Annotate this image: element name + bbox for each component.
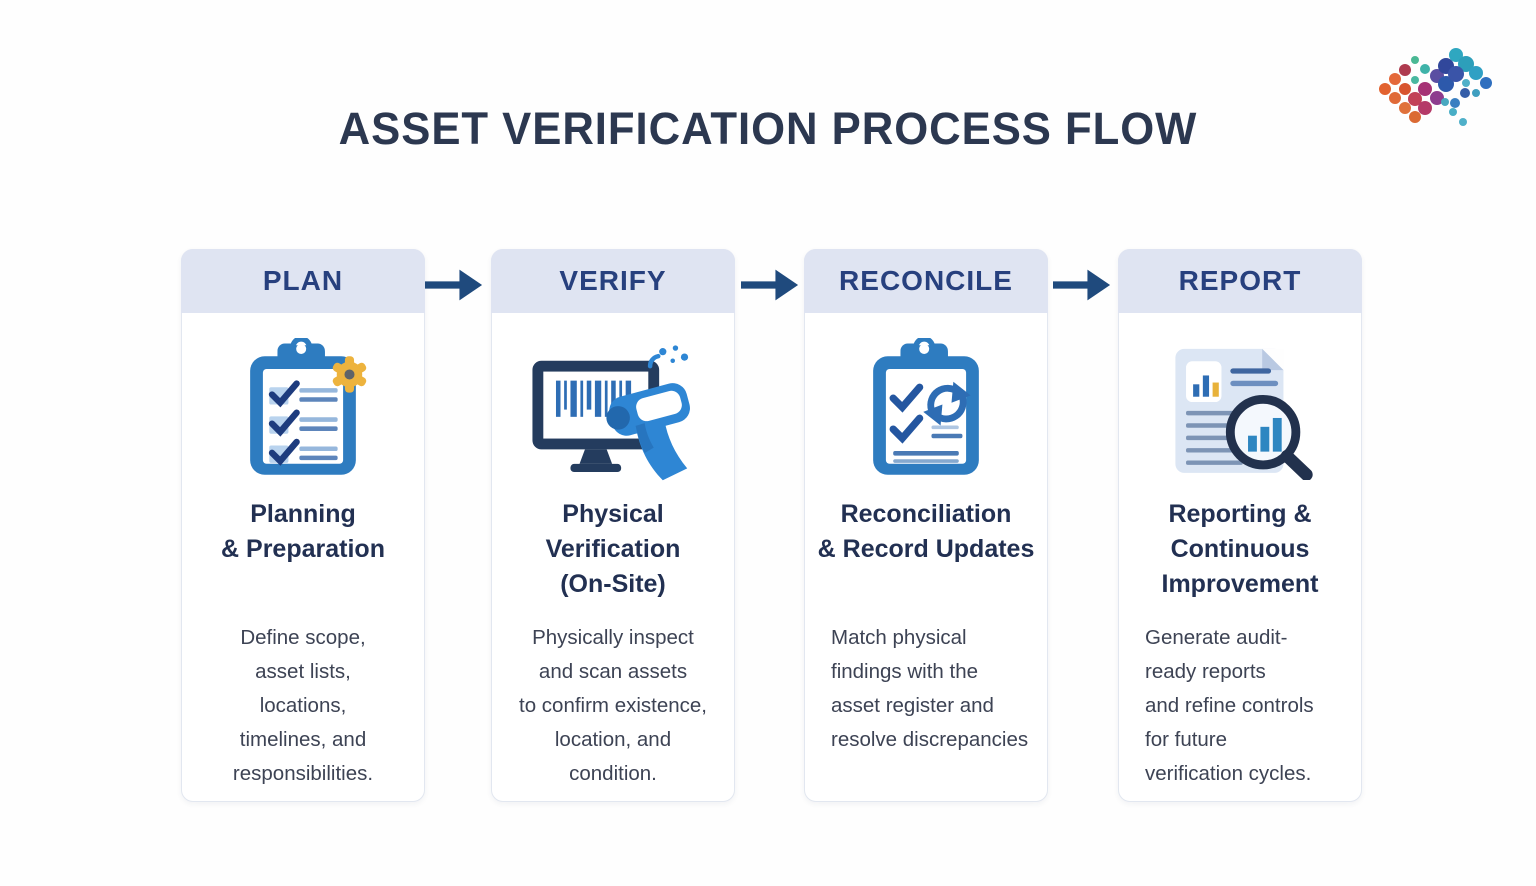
step-header-label: REPORT	[1178, 265, 1302, 296]
step-header-plan: PLAN	[181, 249, 425, 313]
barcode-scanner-monitor-icon	[492, 331, 734, 489]
page-title: ASSET VERIFICATION PROCESS FLOW	[338, 103, 1198, 154]
step-subtitle: Physical Verification (On-Site)	[545, 500, 681, 598]
step-header-report: REPORT	[1118, 249, 1362, 313]
step-header-label: RECONCILE	[839, 265, 1013, 296]
step-card-plan: PLAN	[181, 249, 425, 802]
dots-mosaic-logo	[1372, 42, 1502, 137]
clipboard-sync-arrows-icon	[805, 331, 1047, 489]
flow-arrow-icon	[741, 265, 799, 305]
step-description: Match physical findings with the asset r…	[831, 626, 1029, 752]
step-card-verify: VERIFY	[491, 249, 735, 802]
step-subtitle: Planning & Preparation	[221, 500, 385, 563]
flow-arrow-icon	[425, 265, 483, 305]
step-description: Physically inspect and scan assets to co…	[519, 626, 707, 786]
step-subtitle: Reporting & Continuous Improvement	[1161, 500, 1319, 598]
clipboard-checklist-gear-icon	[182, 331, 424, 489]
step-header-label: PLAN	[262, 265, 344, 296]
report-document-magnifier-icon	[1119, 331, 1361, 489]
step-header-verify: VERIFY	[491, 249, 735, 313]
step-card-report: REPORT	[1118, 249, 1362, 802]
step-description: Define scope, asset lists, locations, ti…	[232, 626, 374, 786]
step-header-label: VERIFY	[559, 265, 667, 296]
flow-arrow-icon	[1053, 265, 1111, 305]
step-header-reconcile: RECONCILE	[804, 249, 1048, 313]
step-description: Generate audit- ready reports and refine…	[1145, 626, 1314, 786]
step-card-reconcile: RECONCILE	[804, 249, 1048, 802]
step-subtitle: Reconciliation & Record Updates	[817, 500, 1035, 563]
